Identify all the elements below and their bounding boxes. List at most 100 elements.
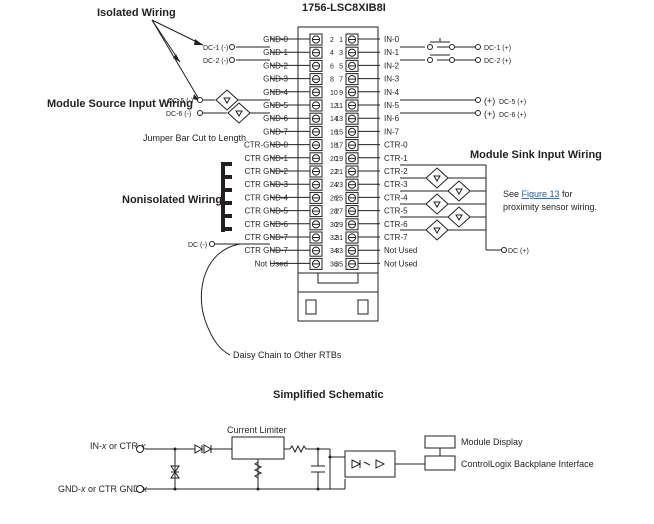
isolated-wiring-title: Isolated Wiring [97, 7, 176, 19]
right-terminal-label: IN-4 [384, 88, 400, 97]
see-figure-note-line2: proximity sensor wiring. [503, 202, 597, 212]
left-pin-number: 8 [330, 77, 334, 84]
daisy-chain-label: Daisy Chain to Other RTBs [233, 350, 342, 360]
right-terminal-label: IN-6 [384, 114, 400, 123]
right-terminal-label: IN-1 [384, 48, 400, 57]
right-pin-number: 3 [339, 50, 343, 57]
plus-sign-dc5: (+) [484, 96, 495, 106]
dc-minus-label: DC (-) [188, 242, 207, 249]
right-pin-number: 29 [335, 222, 343, 229]
left-terminal-label: CTR-GND-0 [244, 141, 289, 150]
left-terminal-label: GND-2 [263, 61, 288, 70]
left-terminal-label: CTR GND-3 [244, 180, 288, 189]
left-terminal-label: CTR GND-5 [244, 207, 288, 216]
left-pin-number: 32 [330, 235, 338, 242]
right-terminal-label: IN-0 [384, 35, 400, 44]
right-pin-number: 1 [339, 37, 343, 44]
right-terminal-label: CTR-1 [384, 154, 408, 163]
left-terminal-label: CTR GND-7 [244, 246, 288, 255]
right-pin-number: 9 [339, 90, 343, 97]
right-terminal-label: Not Used [384, 246, 417, 255]
left-pin-number: 36 [330, 261, 338, 268]
left-pin-number: 26 [330, 195, 338, 202]
right-pin-number: 27 [335, 209, 343, 216]
left-terminal-label: GND-5 [263, 101, 288, 110]
dc2-plus-label: DC-2 (+) [484, 58, 511, 65]
dc6-plus-label: DC-6 (+) [499, 112, 526, 119]
right-terminal-label: IN-5 [384, 101, 400, 110]
right-pin-number: 11 [336, 103, 343, 110]
left-pin-number: 34 [330, 248, 338, 255]
right-terminal-label: IN-3 [384, 75, 400, 84]
gnd-label: GND-x or CTR GND-x [58, 484, 148, 494]
left-terminal-label: CTR GND-4 [244, 193, 288, 202]
schematic-circuit [145, 436, 441, 490]
dc-plus-label: DC (+) [508, 248, 529, 255]
dc5-minus-label: DC-5 (-) [168, 98, 193, 105]
right-terminal-label: CTR-5 [384, 207, 408, 216]
dc6-minus-label: DC-6 (-) [166, 111, 191, 118]
left-pin-number: 4 [330, 50, 334, 57]
right-terminal-label: CTR-7 [384, 233, 408, 242]
right-pin-number: 33 [335, 248, 343, 255]
left-terminal-label: CTR GND-6 [244, 220, 288, 229]
dc2-minus-label: DC-2 (-) [203, 58, 228, 65]
right-terminal-label: CTR-6 [384, 220, 408, 229]
module-display-label: Module Display [461, 437, 523, 447]
backplane-label: ControlLogix Backplane Interface [461, 459, 594, 469]
right-pin-number: 23 [335, 182, 343, 189]
current-limiter-label: Current Limiter [227, 425, 287, 435]
left-pin-number: 14 [330, 116, 338, 123]
right-pin-number: 21 [335, 169, 343, 176]
sensor-dc6 [227, 102, 251, 124]
right-terminal-label: CTR-2 [384, 167, 408, 176]
jumper-bar-label: Jumper Bar Cut to Length [143, 133, 246, 143]
left-terminal-label: Not Used [255, 259, 288, 268]
module-sink-title: Module Sink Input Wiring [470, 149, 602, 161]
left-terminal-label: GND-6 [263, 114, 288, 123]
right-wiring [400, 38, 502, 251]
left-pin-number: 12 [330, 103, 338, 110]
left-terminal-label: CTR GND-1 [244, 154, 288, 163]
left-terminal-label: GND-0 [263, 35, 288, 44]
left-terminal-label: GND-4 [263, 88, 288, 97]
left-pin-number: 18 [330, 143, 338, 150]
left-pin-number: 24 [330, 182, 338, 189]
left-pin-number: 20 [330, 156, 338, 163]
right-pin-number: 5 [339, 63, 343, 70]
left-pin-number: 10 [330, 90, 338, 97]
right-terminal-label: IN-2 [384, 61, 400, 70]
right-pin-number: 19 [335, 156, 343, 163]
module-title: 1756-LSC8XIB8I [302, 2, 386, 14]
dc5-plus-label: DC-5 (+) [499, 99, 526, 106]
dc1-minus-label: DC-1 (-) [203, 45, 228, 52]
left-pin-number: 28 [330, 209, 338, 216]
in-ctr-label: IN-x or CTR-x [90, 441, 146, 451]
sink-sensors [400, 167, 486, 241]
jumper-bar [221, 162, 232, 232]
backplane-box [424, 455, 456, 471]
right-pin-number: 31 [335, 235, 343, 242]
nonisolated-wiring-title: Nonisolated Wiring [122, 194, 222, 206]
left-wiring [200, 46, 270, 356]
left-terminal-label: GND-7 [263, 127, 288, 136]
right-pin-number: 17 [335, 143, 343, 150]
module-source-title: Module Source Input Wiring [47, 98, 193, 110]
right-terminal-label: CTR-4 [384, 193, 408, 202]
left-pin-number: 22 [330, 169, 338, 176]
left-terminal-label: CTR GND-7 [244, 233, 288, 242]
right-terminal-label: CTR-3 [384, 180, 408, 189]
right-pin-number: 7 [339, 77, 343, 84]
right-pin-number: 15 [335, 129, 343, 136]
right-pin-number: 35 [335, 261, 343, 268]
right-terminal-label: Not Used [384, 259, 417, 268]
right-pin-number: 25 [335, 195, 343, 202]
terminal-block [297, 26, 379, 322]
left-terminal-label: GND-1 [263, 48, 288, 57]
left-terminal-label: CTR GND-2 [244, 167, 288, 176]
see-figure-note: See Figure 13 for [503, 189, 573, 199]
plus-sign-dc6: (+) [484, 109, 495, 119]
right-pin-number: 13 [335, 116, 343, 123]
figure-13-link[interactable]: Figure 13 [522, 189, 560, 199]
